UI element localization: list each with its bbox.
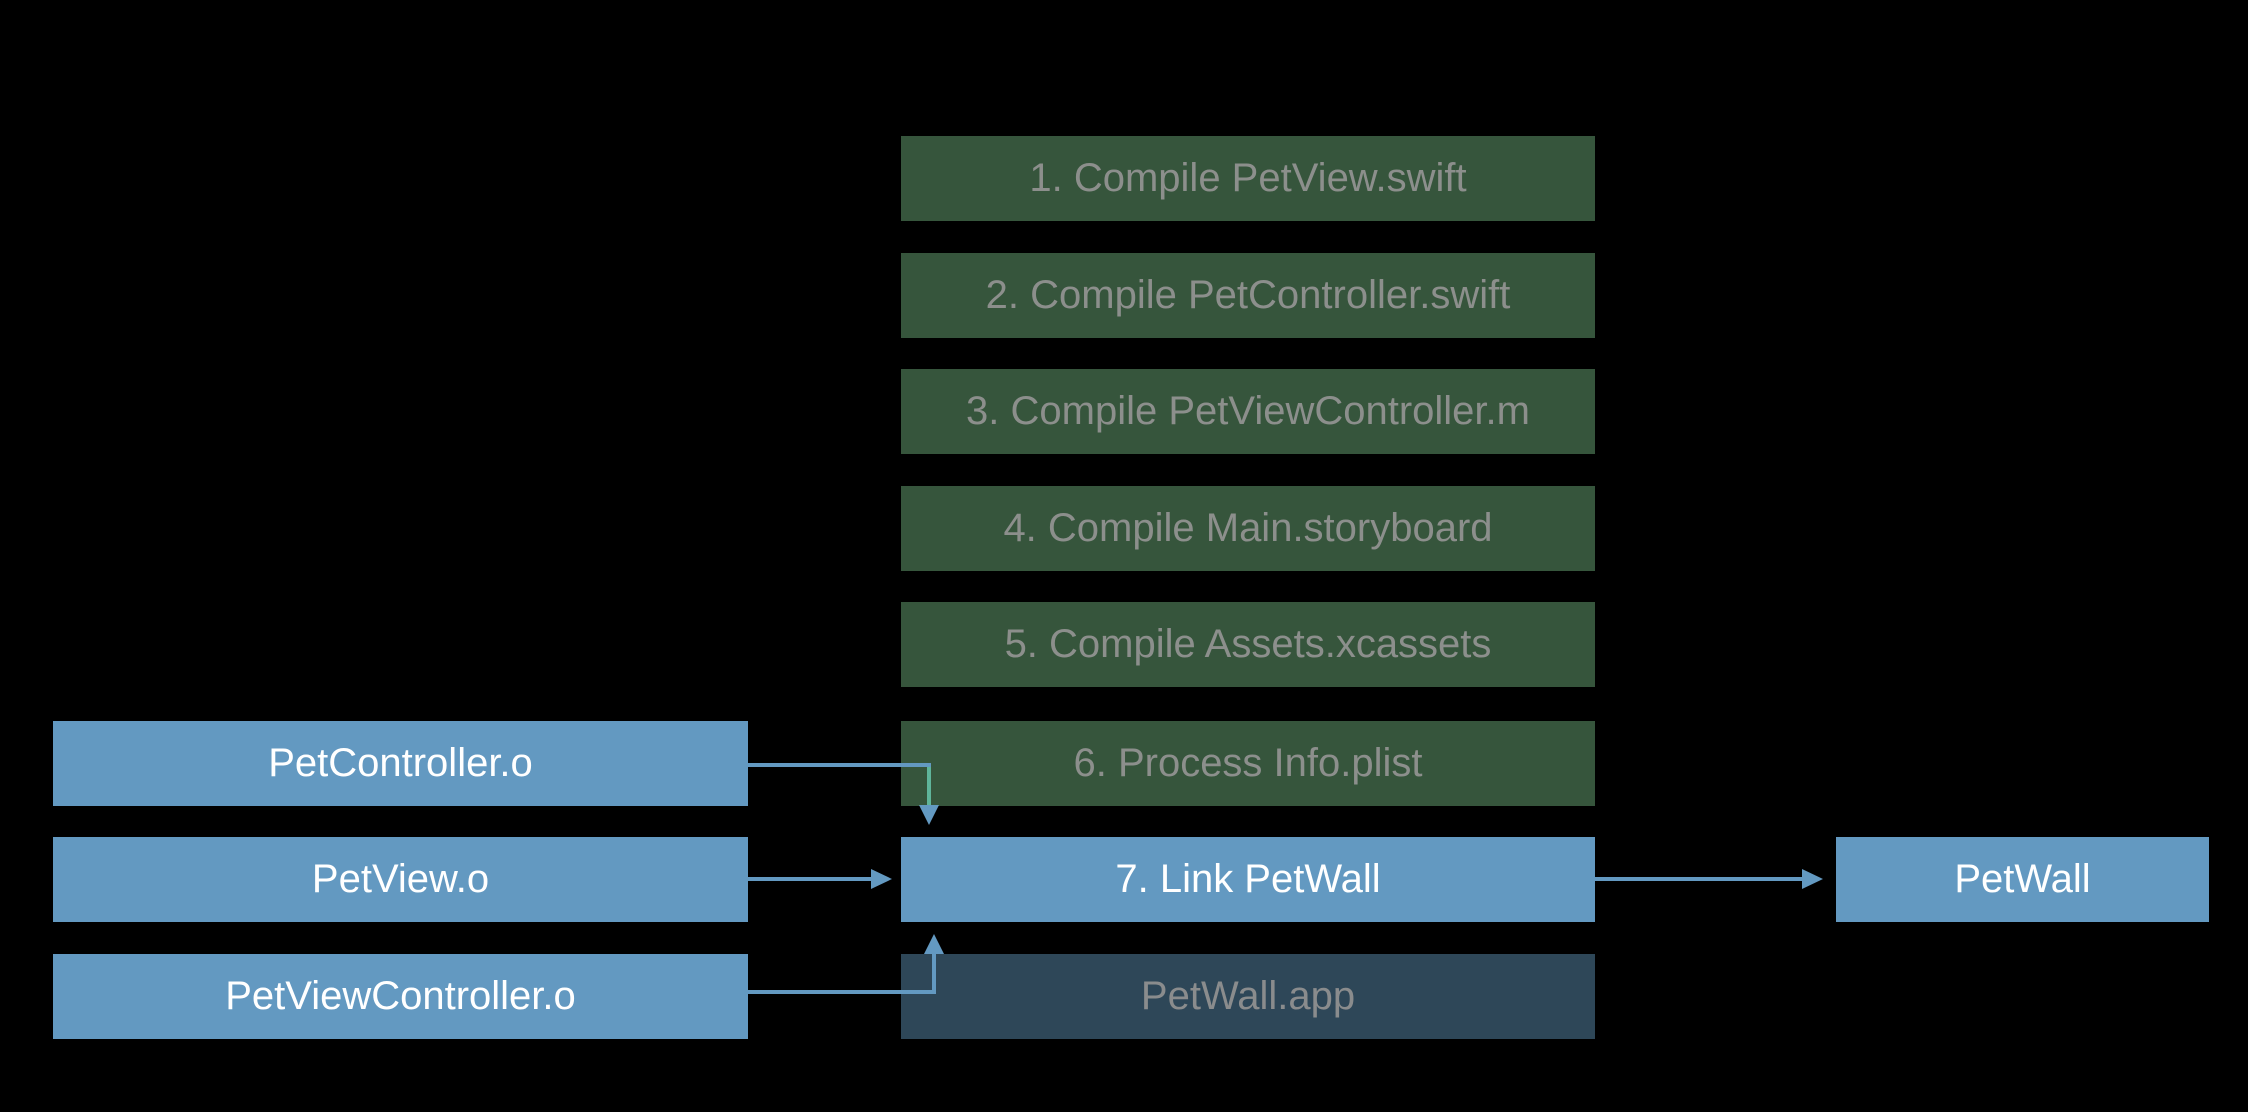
step-petwall-app: PetWall.app [901, 954, 1595, 1039]
step-compile-assets-xcassets: 5. Compile Assets.xcassets [901, 602, 1595, 687]
step-compile-petviewcontroller-m: 3. Compile PetViewController.m [901, 369, 1595, 454]
arrow-link-to-petwall [1595, 869, 1823, 889]
step-link-petwall: 7. Link PetWall [901, 837, 1595, 922]
step-compile-main-storyboard: 4. Compile Main.storyboard [901, 486, 1595, 571]
arrow-petview-to-link [748, 869, 892, 889]
input-petview-o: PetView.o [53, 837, 748, 922]
output-petwall: PetWall [1836, 837, 2209, 922]
step-compile-petcontroller-swift: 2. Compile PetController.swift [901, 253, 1595, 338]
step-compile-petview-swift: 1. Compile PetView.swift [901, 136, 1595, 221]
input-petcontroller-o: PetController.o [53, 721, 748, 806]
input-petviewcontroller-o: PetViewController.o [53, 954, 748, 1039]
step-process-info-plist: 6. Process Info.plist [901, 721, 1595, 806]
